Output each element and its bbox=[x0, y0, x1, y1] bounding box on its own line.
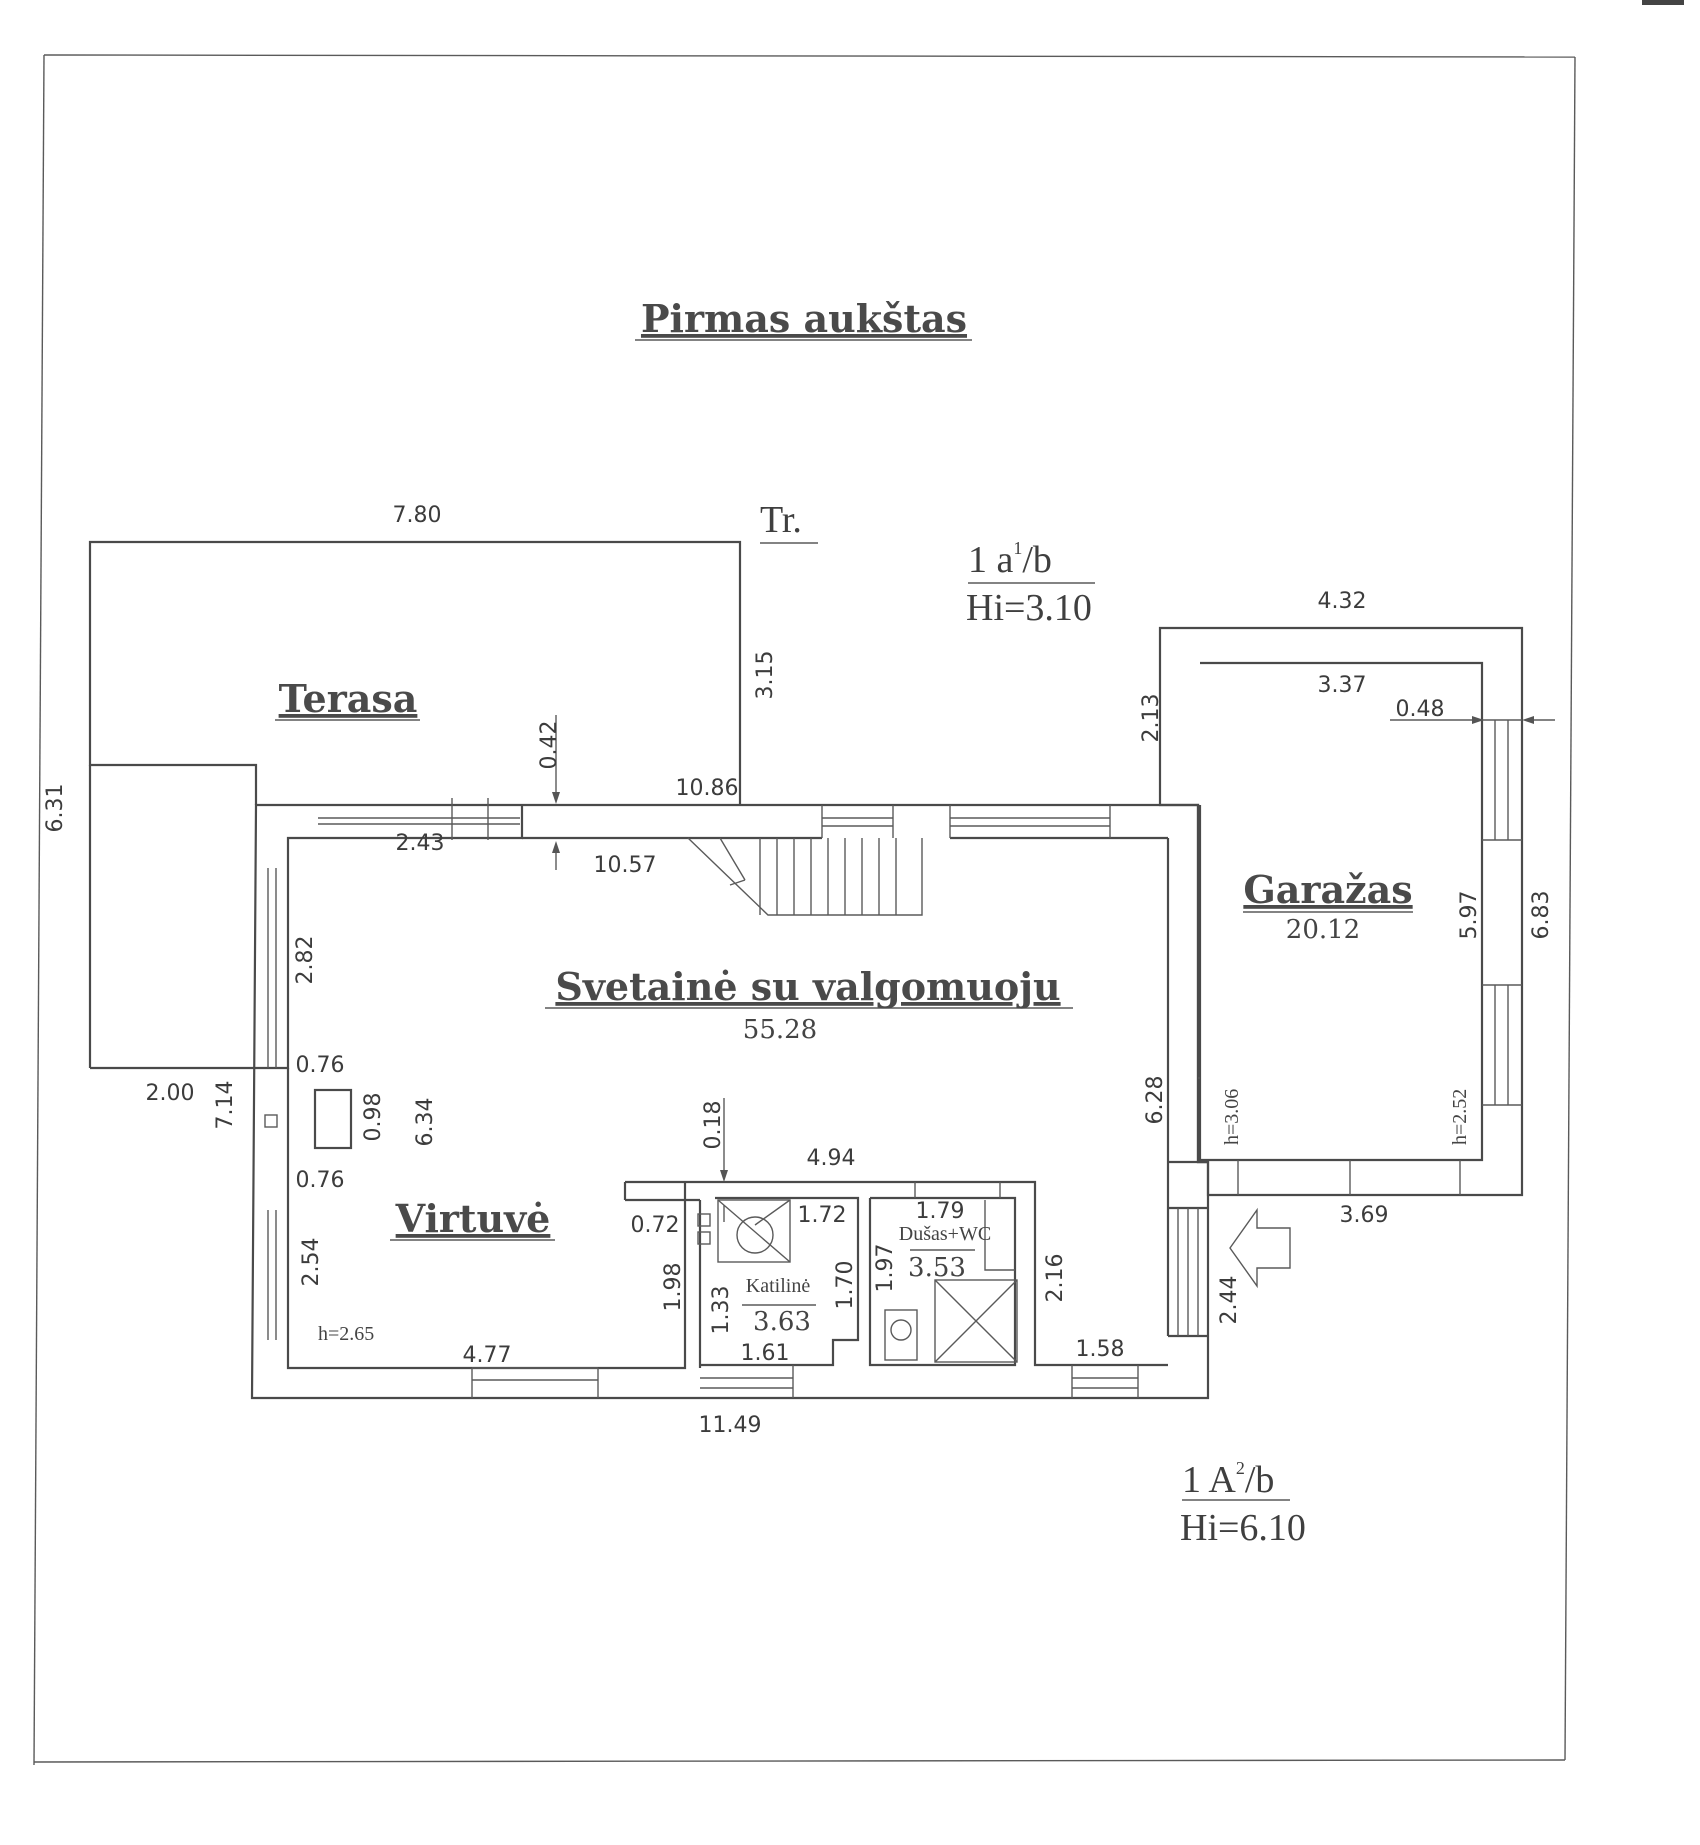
mark-h-306: h=3.06 bbox=[1221, 1089, 1243, 1145]
dim-1086: 10.86 bbox=[676, 776, 739, 801]
mark-top-code: 1 a1/b bbox=[968, 538, 1052, 581]
dim-369: 3.69 bbox=[1340, 1203, 1389, 1228]
mark-tr: Tr. bbox=[760, 499, 802, 541]
dim-254: 2.54 bbox=[299, 1238, 324, 1287]
mark-bottom-code-main: 1 A bbox=[1182, 1459, 1236, 1501]
mark-h-252: h=2.52 bbox=[1449, 1089, 1471, 1145]
room-label-virtuve: Virtuvė bbox=[395, 1196, 551, 1241]
dimension-arrows bbox=[552, 715, 1555, 1222]
dim-315: 3.15 bbox=[753, 651, 778, 700]
dim-628: 6.28 bbox=[1143, 1076, 1168, 1125]
dim-072: 0.72 bbox=[631, 1213, 680, 1238]
dim-018: 0.18 bbox=[701, 1101, 726, 1150]
mark-top-code-suffix: /b bbox=[1022, 539, 1052, 581]
dim-161: 1.61 bbox=[741, 1341, 790, 1366]
dim-042: 0.42 bbox=[537, 721, 562, 770]
page-title: Pirmas aukštas bbox=[641, 296, 967, 341]
dim-198: 1.98 bbox=[661, 1263, 686, 1312]
dim-170: 1.70 bbox=[833, 1261, 858, 1310]
mark-top-hi: Hi=3.10 bbox=[966, 587, 1092, 629]
dim-282: 2.82 bbox=[293, 936, 318, 985]
room-label-svetaine: Svetainė su valgomuoju bbox=[555, 964, 1060, 1009]
room-label-katiline: Katilinė bbox=[746, 1275, 811, 1297]
dim-494: 4.94 bbox=[807, 1146, 856, 1171]
dim-1057: 10.57 bbox=[594, 853, 657, 878]
mark-bottom-hi: Hi=6.10 bbox=[1180, 1507, 1306, 1549]
fixtures bbox=[717, 1199, 1018, 1363]
label-underlines bbox=[275, 339, 1413, 1501]
entrance-arrow-icon bbox=[1229, 1207, 1291, 1289]
mark-top-code-main: 1 a bbox=[968, 539, 1014, 581]
dim-179: 1.79 bbox=[916, 1199, 965, 1224]
dim-133: 1.33 bbox=[709, 1286, 734, 1335]
dim-098: 0.98 bbox=[361, 1093, 386, 1142]
dim-337: 3.37 bbox=[1318, 673, 1367, 698]
mark-bottom-code-sup: 2 bbox=[1236, 1458, 1245, 1478]
dim-048: 0.48 bbox=[1396, 697, 1445, 722]
dim-631: 6.31 bbox=[43, 784, 68, 833]
dim-432: 4.32 bbox=[1318, 589, 1367, 614]
room-area-garazas: 20.12 bbox=[1286, 915, 1360, 945]
mark-h-265: h=2.65 bbox=[318, 1323, 374, 1345]
dim-597: 5.97 bbox=[1457, 891, 1482, 940]
dim-076b: 0.76 bbox=[296, 1168, 345, 1193]
staircase bbox=[687, 837, 923, 916]
dim-477: 4.77 bbox=[463, 1343, 512, 1368]
dim-076a: 0.76 bbox=[296, 1053, 345, 1078]
dim-243: 2.43 bbox=[396, 831, 445, 856]
dim-200: 2.00 bbox=[146, 1081, 195, 1106]
dim-158: 1.58 bbox=[1076, 1337, 1125, 1362]
dim-683: 6.83 bbox=[1529, 891, 1554, 940]
dim-780: 7.80 bbox=[393, 503, 442, 528]
dim-216: 2.16 bbox=[1043, 1254, 1068, 1303]
dim-213: 2.13 bbox=[1139, 694, 1164, 743]
dim-1149: 11.49 bbox=[699, 1413, 762, 1438]
terrace-outline bbox=[88, 540, 742, 1070]
sheet-frame bbox=[33, 0, 1684, 1766]
dim-197: 1.97 bbox=[873, 1244, 898, 1293]
room-label-dusas: Dušas+WC bbox=[899, 1223, 991, 1245]
dim-634: 6.34 bbox=[413, 1098, 438, 1147]
dim-172: 1.72 bbox=[798, 1203, 847, 1228]
garage-walls bbox=[1158, 626, 1524, 1197]
mark-bottom-code: 1 A2/b bbox=[1182, 1458, 1274, 1501]
dim-244: 2.44 bbox=[1217, 1276, 1242, 1325]
mark-top-code-sup: 1 bbox=[1013, 538, 1022, 558]
mark-bottom-code-suffix: /b bbox=[1245, 1459, 1275, 1501]
room-area-dusas: 3.53 bbox=[908, 1253, 966, 1283]
room-label-terasa: Terasa bbox=[279, 676, 418, 721]
room-area-svetaine: 55.28 bbox=[743, 1015, 817, 1045]
windows bbox=[267, 798, 1199, 1398]
room-area-katiline: 3.63 bbox=[753, 1307, 811, 1337]
dim-714: 7.14 bbox=[213, 1081, 238, 1130]
room-label-garazas: Garažas bbox=[1243, 867, 1412, 912]
